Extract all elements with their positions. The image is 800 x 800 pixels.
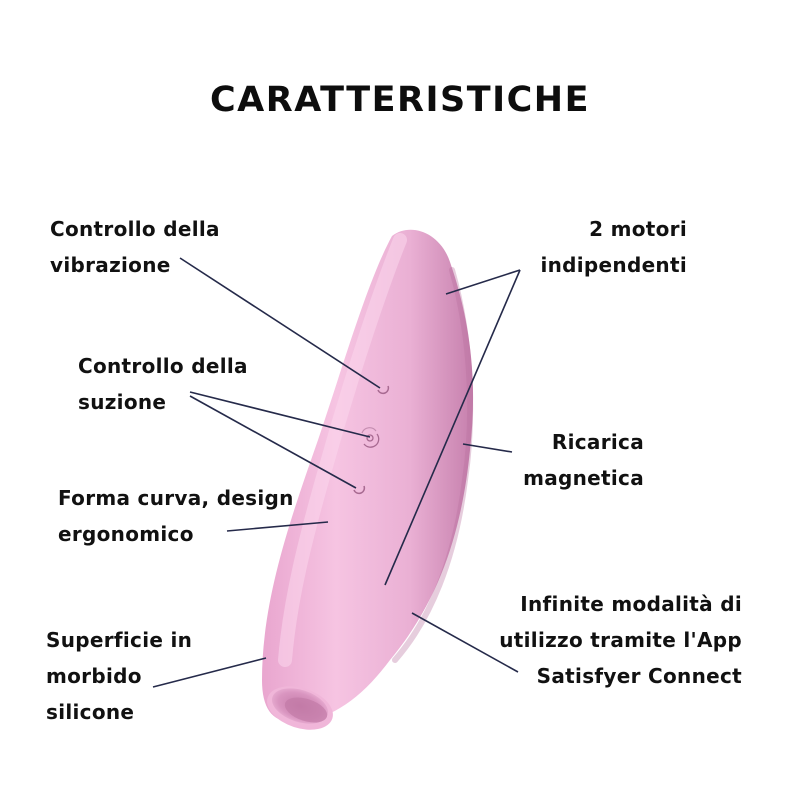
leader-line-suction-2 bbox=[189, 395, 357, 489]
feature-text: Satisfyer Connect bbox=[536, 664, 742, 688]
feature-text: Controllo della bbox=[50, 217, 220, 241]
feature-silicone-surface: Superficie in morbido silicone bbox=[46, 622, 192, 730]
feature-text: ergonomico bbox=[58, 522, 194, 546]
page-title: CARATTERISTICHE bbox=[209, 80, 591, 120]
minus-button-icon bbox=[353, 485, 366, 495]
feature-text: Forma curva, design bbox=[58, 486, 294, 510]
leader-lines bbox=[152, 257, 521, 688]
leader-line-curved bbox=[226, 521, 329, 532]
leader-line-vibration bbox=[179, 257, 381, 389]
feature-magnetic-charging: Ricarica magnetica bbox=[523, 424, 644, 496]
feature-text: magnetica bbox=[523, 466, 644, 490]
leader-line-motor-bottom bbox=[384, 269, 521, 586]
leader-line-silicone bbox=[152, 657, 267, 688]
leader-line-magnetic bbox=[462, 443, 513, 453]
feature-text: indipendenti bbox=[540, 253, 687, 277]
leader-line-app bbox=[411, 612, 519, 673]
leader-line-motor-top bbox=[445, 269, 521, 295]
suction-opening bbox=[267, 686, 333, 730]
feature-curved-shape: Forma curva, design ergonomico bbox=[58, 480, 294, 552]
feature-app-modes: Infinite modalità di utilizzo tramite l'… bbox=[499, 586, 742, 694]
product-body bbox=[262, 229, 474, 730]
feature-text: suzione bbox=[78, 390, 167, 414]
feature-suction-control: Controllo della suzione bbox=[78, 348, 248, 420]
feature-text: 2 motori bbox=[589, 217, 687, 241]
feature-two-motors: 2 motori indipendenti bbox=[540, 211, 687, 283]
suction-button-icon bbox=[361, 427, 380, 448]
feature-text: silicone bbox=[46, 700, 135, 724]
feature-text: Controllo della bbox=[78, 354, 248, 378]
vibration-button-icon bbox=[377, 385, 390, 395]
feature-text: Ricarica bbox=[551, 430, 644, 454]
feature-text: morbido bbox=[46, 664, 142, 688]
feature-text: utilizzo tramite l'App bbox=[499, 628, 742, 652]
feature-text: Infinite modalità di bbox=[520, 592, 742, 616]
feature-vibration-control: Controllo della vibrazione bbox=[50, 211, 220, 283]
leader-line-suction-1 bbox=[189, 391, 371, 438]
feature-text: Superficie in bbox=[46, 628, 193, 652]
feature-text: vibrazione bbox=[50, 253, 171, 277]
